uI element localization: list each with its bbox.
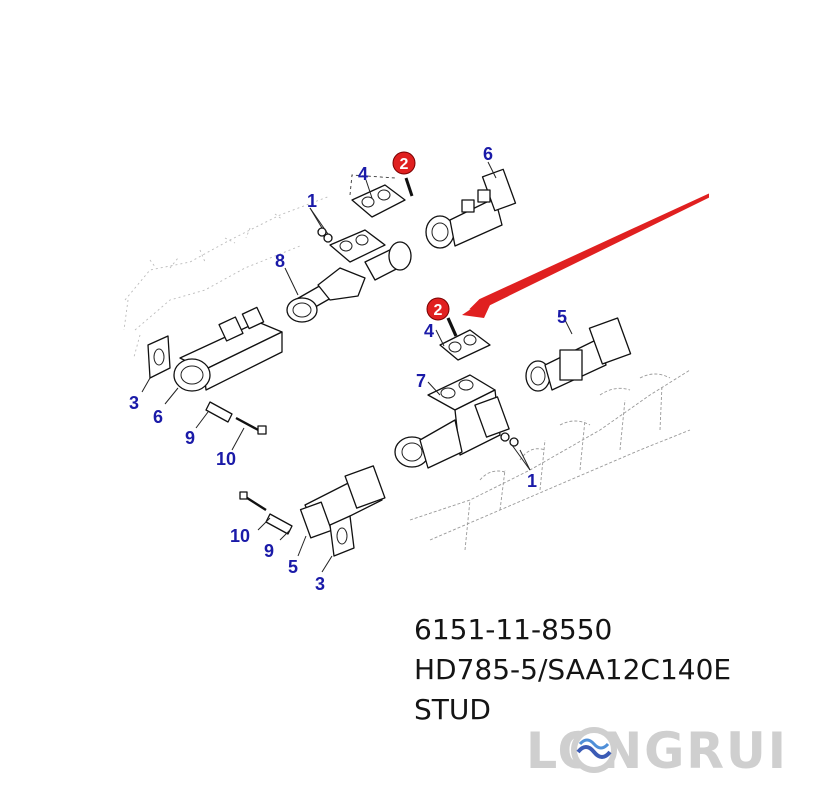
wave-logo-icon	[571, 727, 617, 773]
callout-7: 7	[416, 371, 426, 391]
lower-manifold-assembly	[239, 317, 632, 573]
part-number: 6151-11-8550	[414, 613, 613, 646]
callout-5-right: 5	[557, 307, 567, 327]
stud-badge-lower: 2	[426, 297, 450, 321]
upper-manifold-assembly	[141, 161, 517, 451]
callout-6-upper: 6	[483, 144, 493, 164]
callout-9-upper: 9	[185, 428, 195, 448]
callout-8: 8	[275, 251, 285, 271]
badge-label: 2	[434, 302, 443, 319]
part-name: STUD	[414, 693, 491, 726]
badge-label: 2	[400, 156, 409, 173]
callout-10-upper: 10	[216, 449, 236, 469]
callout-3-upper: 3	[129, 393, 139, 413]
callout-1-upper: 1	[307, 191, 317, 211]
red-pointer-arrow	[462, 193, 709, 318]
callout-6-lower-left: 6	[153, 407, 163, 427]
stud-badge-upper: 2	[392, 151, 416, 175]
callout-5-left: 5	[288, 557, 298, 577]
callout-1-lower: 1	[527, 471, 537, 491]
model-name: HD785-5/SAA12C140E	[414, 653, 732, 686]
engine-background-sketch-lower	[409, 369, 691, 551]
stud-part	[446, 317, 458, 337]
logo-text: LONGRUI	[526, 722, 788, 774]
longrui-logo: LONGRUI	[526, 722, 788, 774]
callout-4-upper: 4	[358, 164, 368, 184]
callout-10-lower: 10	[230, 526, 250, 546]
callout-9-lower: 9	[264, 541, 274, 561]
engine-background-sketch-upper	[123, 195, 331, 358]
callout-labels: 1 4 6 8 3 6 9 10 4 7 5 1 10 9 5 3	[129, 144, 567, 594]
callout-4-lower: 4	[424, 321, 434, 341]
callout-3-lower: 3	[315, 574, 325, 594]
